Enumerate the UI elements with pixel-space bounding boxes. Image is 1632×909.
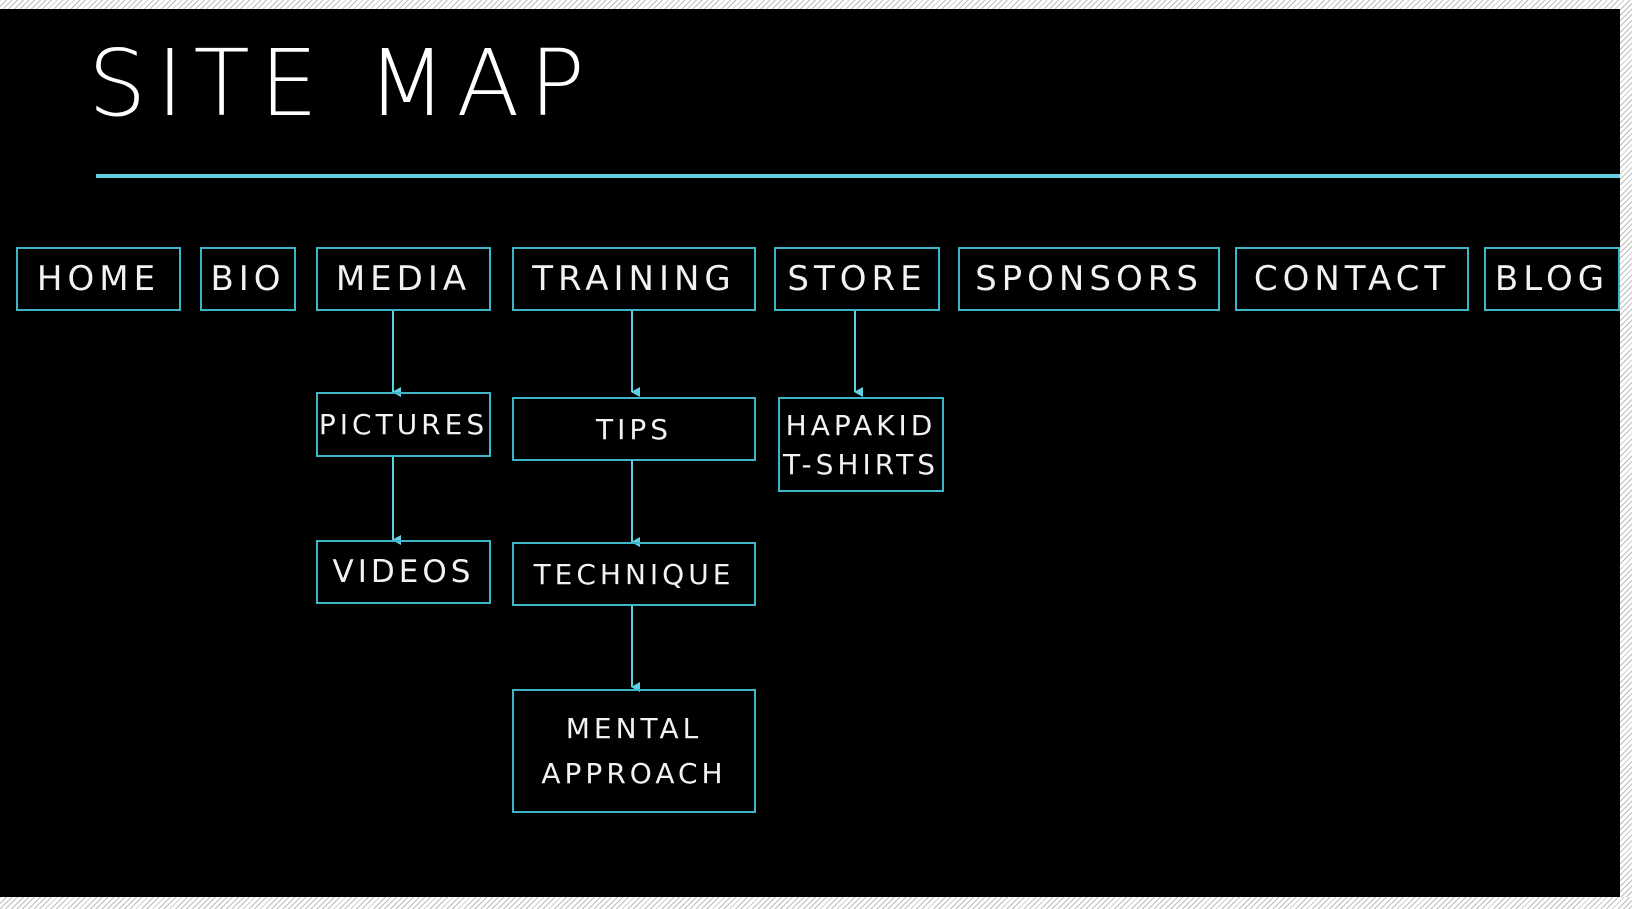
node-contact-label: CONTACT — [1253, 259, 1451, 299]
node-home-label: HOME — [36, 259, 161, 299]
node-pictures-label: PICTURES — [318, 408, 489, 441]
node-tips-label: TIPS — [595, 412, 673, 446]
node-training[interactable]: TRAINING — [512, 247, 756, 311]
node-hapakid-tshirts[interactable]: HAPAKID T-SHIRTS — [778, 397, 944, 492]
node-sponsors[interactable]: SPONSORS — [958, 247, 1220, 311]
page-title: SITE MAP — [88, 30, 595, 137]
node-hapakid-tshirts-line-1: HAPAKID — [785, 408, 937, 442]
node-media-label: MEDIA — [335, 259, 472, 299]
node-contact[interactable]: CONTACT — [1235, 247, 1469, 311]
node-videos[interactable]: VIDEOS — [316, 540, 491, 604]
node-blog[interactable]: BLOG — [1484, 247, 1620, 311]
node-mental-approach-line-2: APPROACH — [541, 757, 727, 790]
node-tips[interactable]: TIPS — [512, 397, 756, 461]
node-bio-label: BIO — [210, 259, 286, 299]
node-technique[interactable]: TECHNIQUE — [512, 542, 756, 606]
right-border-strip — [1620, 9, 1632, 897]
node-media[interactable]: MEDIA — [316, 247, 491, 311]
node-videos-label: VIDEOS — [332, 553, 475, 590]
node-hapakid-tshirts-line-2: T-SHIRTS — [782, 447, 940, 481]
node-pictures[interactable]: PICTURES — [316, 392, 491, 457]
node-technique-label: TECHNIQUE — [533, 557, 735, 591]
node-bio[interactable]: BIO — [200, 247, 296, 311]
node-mental-approach[interactable]: MENTAL APPROACH — [512, 689, 756, 813]
connector-lines — [392, 311, 863, 692]
title-underline — [96, 174, 1620, 178]
top-border-strip — [0, 0, 1632, 9]
node-home[interactable]: HOME — [16, 247, 181, 311]
bottom-border-strip — [0, 897, 1632, 909]
node-store[interactable]: STORE — [774, 247, 940, 311]
node-sponsors-label: SPONSORS — [975, 259, 1203, 299]
site-map-slide: SITE MAP HOME BIO MEDIA TRAINING STORE S… — [0, 9, 1620, 897]
node-mental-approach-line-1: MENTAL — [565, 712, 703, 745]
node-store-label: STORE — [787, 259, 927, 299]
node-training-label: TRAINING — [532, 259, 736, 299]
node-blog-label: BLOG — [1494, 259, 1610, 299]
